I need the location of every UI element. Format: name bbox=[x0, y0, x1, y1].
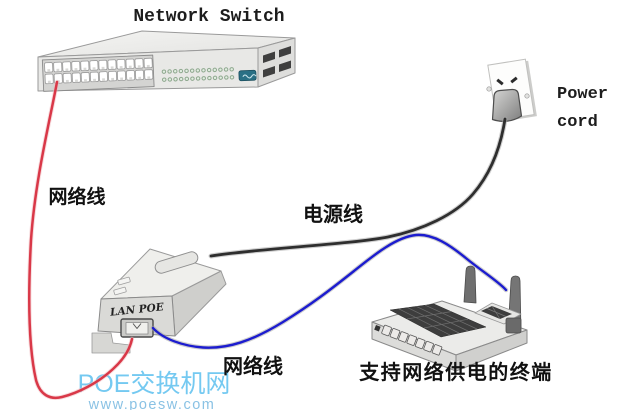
power-outlet bbox=[486, 58, 537, 123]
injector-port-clip bbox=[132, 323, 142, 329]
switch-port-block bbox=[41, 54, 155, 92]
network-cable-red bbox=[27, 80, 134, 399]
power-cable-label: 电源线 bbox=[303, 202, 363, 226]
injector-led-mark bbox=[117, 276, 131, 286]
terminal-label: 支持网络供电的终端 bbox=[359, 360, 553, 384]
power-cord-cable bbox=[209, 117, 507, 258]
wireless-router bbox=[371, 265, 528, 372]
injector-handle-slot bbox=[154, 251, 199, 274]
switch-brand-logo-icon bbox=[238, 69, 257, 82]
power-plug bbox=[491, 88, 523, 122]
watermark: POE交换机网 www.poesw.com bbox=[78, 370, 231, 410]
watermark-site-url: www.poesw.com bbox=[88, 397, 216, 410]
watermark-site-name: POE交换机网 bbox=[78, 370, 231, 398]
network-cable-blue bbox=[151, 233, 508, 349]
power-cord-label-line2: cord bbox=[557, 113, 598, 132]
injector-led-mark bbox=[113, 286, 127, 296]
power-cord-halo bbox=[208, 116, 508, 259]
switch-vent-icon bbox=[263, 46, 291, 78]
power-cord-label-line1: Power bbox=[557, 85, 608, 104]
router-right-face bbox=[455, 329, 528, 372]
outlet-slots-icon bbox=[496, 76, 518, 86]
outlet-screw-icon bbox=[486, 86, 492, 92]
router-antenna-base bbox=[505, 317, 522, 334]
network-cable-mid-label: 网络线 bbox=[223, 354, 283, 378]
router-antenna-icon bbox=[463, 265, 477, 304]
cables bbox=[26, 79, 509, 400]
outlet-screw-icon bbox=[524, 93, 530, 99]
network-switch bbox=[37, 30, 296, 92]
injector-end-face bbox=[97, 295, 176, 337]
injector-panel-text: LAN POE bbox=[109, 301, 166, 319]
poe-injector: LAN POE bbox=[91, 248, 227, 354]
router-power-jack-icon bbox=[374, 325, 381, 332]
network-cable-left-label: 网络线 bbox=[48, 185, 105, 208]
network-switch-title: Network Switch bbox=[133, 7, 284, 27]
switch-led-rows bbox=[161, 67, 235, 82]
router-vent-grid-icon bbox=[389, 303, 487, 338]
